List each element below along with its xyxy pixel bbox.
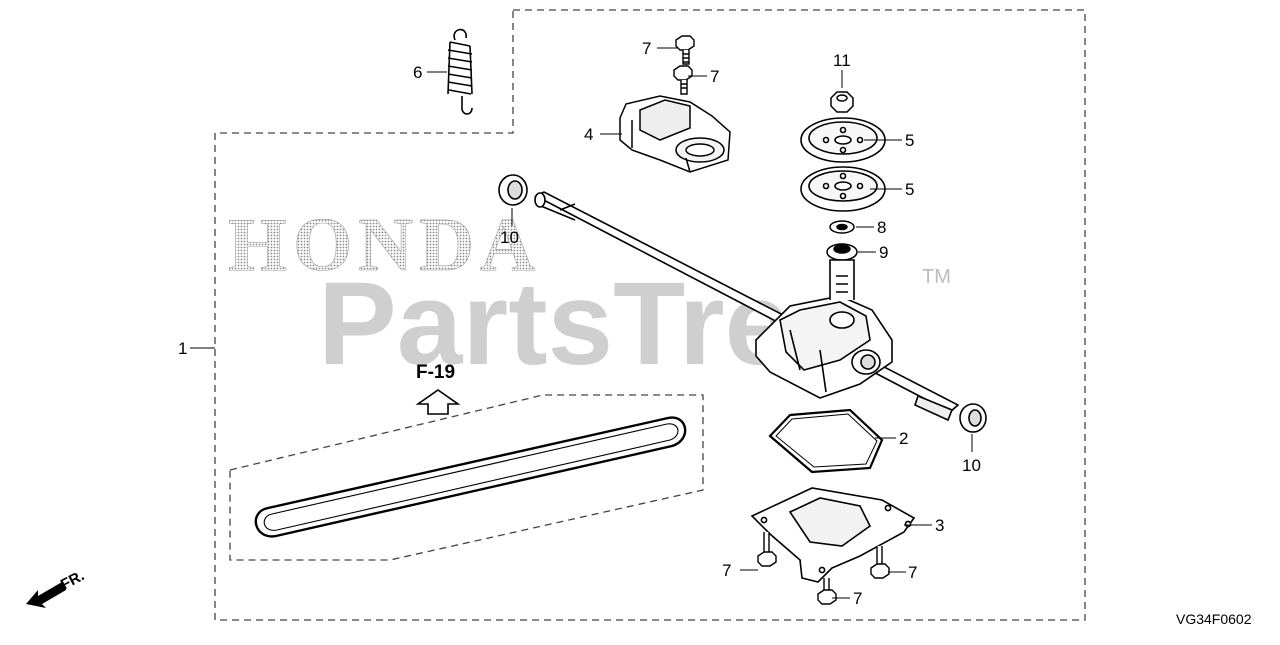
bolt-part[interactable] (870, 546, 890, 579)
callout-10[interactable]: 10 (500, 228, 519, 247)
bearing-part[interactable] (826, 243, 858, 261)
callout-7[interactable]: 7 (853, 589, 862, 608)
callout-7[interactable]: 7 (722, 561, 731, 580)
callout-3[interactable]: 3 (935, 516, 944, 535)
bolt-part[interactable] (675, 35, 695, 65)
diagram-code: VG34F0602 (1176, 611, 1252, 627)
washer-part[interactable] (829, 220, 855, 234)
callout-6[interactable]: 6 (413, 63, 422, 82)
callout-9[interactable]: 9 (879, 243, 888, 262)
gasket-part[interactable] (768, 408, 884, 474)
pulley-half-part[interactable] (800, 166, 886, 212)
gasket-inner-edge (775, 413, 878, 468)
callout-1[interactable]: 1 (178, 339, 187, 358)
pulley-half-part[interactable] (800, 117, 886, 163)
drive-belt-part[interactable] (254, 416, 687, 538)
under-cover-part[interactable] (750, 487, 916, 583)
callout-10[interactable]: 10 (962, 456, 981, 475)
oil-seal-part[interactable] (959, 403, 987, 433)
belt-group-outline (229, 394, 704, 561)
leader-lines (190, 47, 973, 599)
reference-label[interactable]: F-19 (416, 362, 455, 383)
callout-2[interactable]: 2 (899, 429, 908, 448)
up-arrow-icon (415, 389, 461, 415)
assembly-outline (214, 9, 1086, 621)
nut-part[interactable] (830, 91, 854, 113)
bolt-part[interactable] (817, 578, 837, 605)
trademark-mark: TM (922, 266, 951, 288)
gear-case (755, 259, 893, 399)
callout-11[interactable]: 11 (833, 51, 851, 70)
callout-8[interactable]: 8 (877, 218, 886, 237)
callout-4[interactable]: 4 (584, 125, 593, 144)
callout-7[interactable]: 7 (908, 563, 917, 582)
callout-7[interactable]: 7 (642, 39, 651, 58)
callout-7[interactable]: 7 (710, 67, 719, 86)
bolt-part[interactable] (673, 65, 693, 95)
callout-5[interactable]: 5 (905, 180, 914, 199)
bolt-part[interactable] (757, 532, 777, 567)
callout-5[interactable]: 5 (905, 131, 914, 150)
front-arrow-icon (26, 582, 66, 608)
gear-cover-part[interactable] (619, 95, 731, 173)
oil-seal-part[interactable] (498, 174, 528, 206)
spring-part[interactable] (447, 28, 473, 115)
honda-watermark: HONDA (228, 203, 541, 287)
